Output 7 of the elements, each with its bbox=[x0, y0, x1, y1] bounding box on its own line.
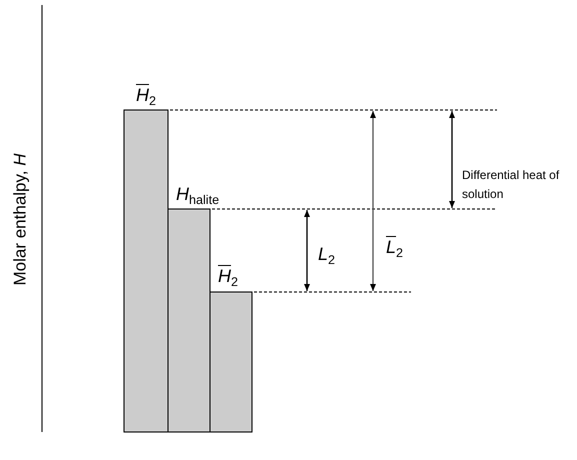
dimension-label: L$_{2}$ bbox=[318, 245, 336, 266]
enthalpy-label: H$_{2}$ bbox=[218, 267, 238, 288]
enthalpy-label: H$_{2}$ bbox=[136, 86, 156, 108]
enthalpy-label: H$_{halite}$ bbox=[176, 185, 220, 206]
dimension-label: Differential heat of solution bbox=[462, 167, 560, 204]
axis-title: Molar enthalpy, H bbox=[12, 152, 28, 288]
dimension-label: L$_{2}$ bbox=[386, 238, 404, 260]
